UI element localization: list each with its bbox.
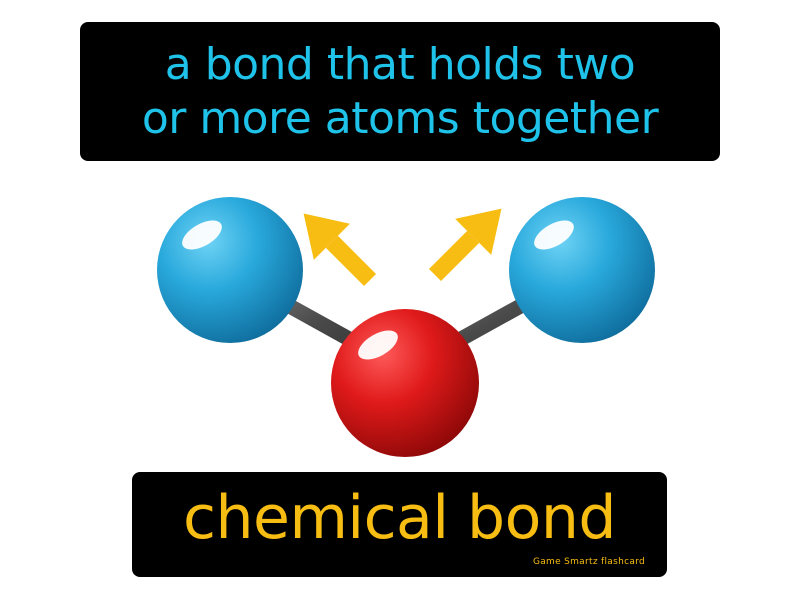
term-box: chemical bond Game Smartz flashcard: [132, 472, 667, 577]
definition-line-2: or more atoms together: [141, 92, 659, 144]
atom-left: [157, 197, 303, 343]
atom-right: [509, 197, 655, 343]
atom-center: [331, 309, 479, 457]
arrow-right-icon: [428, 208, 502, 282]
credit-text: Game Smartz flashcard: [532, 557, 645, 567]
definition-box: a bond that holds two or more atoms toge…: [80, 22, 720, 161]
molecule-illustration: [157, 197, 655, 457]
arrow-left-icon: [303, 213, 377, 287]
term-title: chemical bond: [183, 483, 616, 553]
definition-line-1: a bond that holds two: [164, 38, 636, 90]
